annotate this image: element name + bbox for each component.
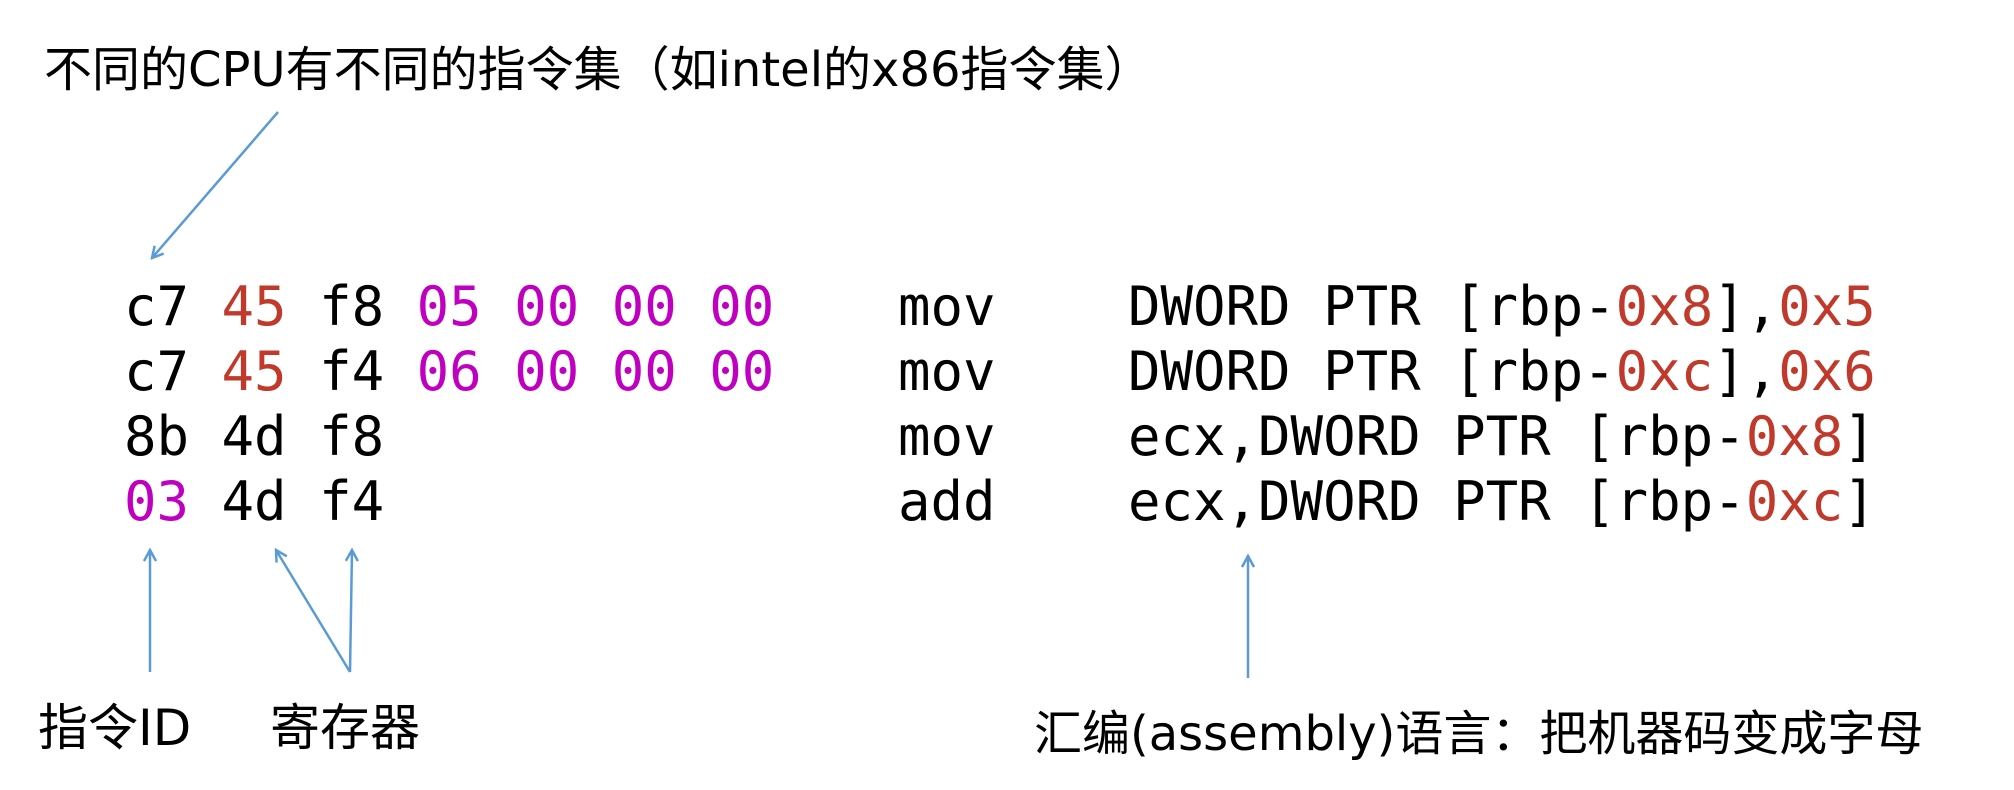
operand-part: DWORD PTR [rbp- [1128, 340, 1616, 403]
operand-part: ], [1713, 275, 1779, 338]
operand-part: ] [1843, 470, 1876, 533]
title: 不同的CPU有不同的指令集（如intel的x86指令集） [44, 42, 1153, 98]
machine-code-byte: 00 [709, 340, 775, 403]
machine-code-byte: 03 [124, 470, 190, 533]
mnemonic: add [898, 470, 996, 533]
machine-code-byte: 4d [221, 405, 287, 468]
machine-code-byte: 00 [514, 340, 580, 403]
machine-code-row: 8b 4d f8 [124, 404, 774, 469]
register-label: 寄存器 [270, 699, 420, 757]
machine-code-byte: 05 [416, 275, 482, 338]
operand-row: DWORD PTR [rbp-0x8],0x5 [1128, 274, 1876, 339]
operand-part: 0x8 [1745, 405, 1844, 468]
machine-code-byte: 00 [709, 275, 775, 338]
machine-code-byte: 06 [416, 340, 482, 403]
operand-part: 0x8 [1615, 275, 1714, 338]
machine-code-byte: 45 [221, 340, 287, 403]
machine-code-byte: 00 [611, 275, 677, 338]
machine-code-byte: f8 [319, 405, 385, 468]
machine-code-byte: c7 [124, 275, 190, 338]
operand-part: ecx,DWORD PTR [rbp- [1128, 405, 1746, 468]
arrow-register-1 [276, 550, 352, 673]
machine-code-byte: f8 [319, 275, 385, 338]
machine-code-byte: 00 [514, 275, 580, 338]
opcode-label: 指令ID [38, 699, 192, 757]
machine-code-byte: c7 [124, 340, 190, 403]
arrow-register-2 [350, 550, 352, 673]
operand-part: 0xc [1615, 340, 1714, 403]
operand-part: 0x5 [1778, 275, 1876, 338]
mnemonic: mov [898, 340, 996, 403]
machine-code-byte: 8b [124, 405, 190, 468]
operand-part: DWORD PTR [rbp- [1128, 275, 1616, 338]
operand-part: 0xc [1745, 470, 1844, 533]
machine-code-row: 03 4d f4 [124, 469, 774, 534]
operand-row: ecx,DWORD PTR [rbp-0xc] [1128, 469, 1876, 534]
operand-part: ], [1713, 340, 1779, 403]
operand-row: ecx,DWORD PTR [rbp-0x8] [1128, 404, 1876, 469]
arrow-title-to-code [152, 111, 279, 258]
operand-part: ] [1843, 405, 1876, 468]
machine-code-row: c7 45 f4 06 00 00 00 [124, 339, 774, 404]
machine-code-byte: 00 [611, 340, 677, 403]
machine-code-byte: 4d [221, 470, 287, 533]
operand-part: 0x6 [1778, 340, 1876, 403]
mnemonic: mov [898, 275, 996, 338]
operand-row: DWORD PTR [rbp-0xc],0x6 [1128, 339, 1876, 404]
mnemonic: mov [898, 405, 996, 468]
machine-code-byte: f4 [319, 340, 385, 403]
machine-code-byte: f4 [319, 470, 385, 533]
operand-part: ecx,DWORD PTR [rbp- [1128, 470, 1746, 533]
assembly-label: 汇编(assembly)语言：把机器码变成字母 [1034, 706, 1924, 762]
machine-code-row: c7 45 f8 05 00 00 00 [124, 274, 774, 339]
machine-code-byte: 45 [221, 275, 287, 338]
